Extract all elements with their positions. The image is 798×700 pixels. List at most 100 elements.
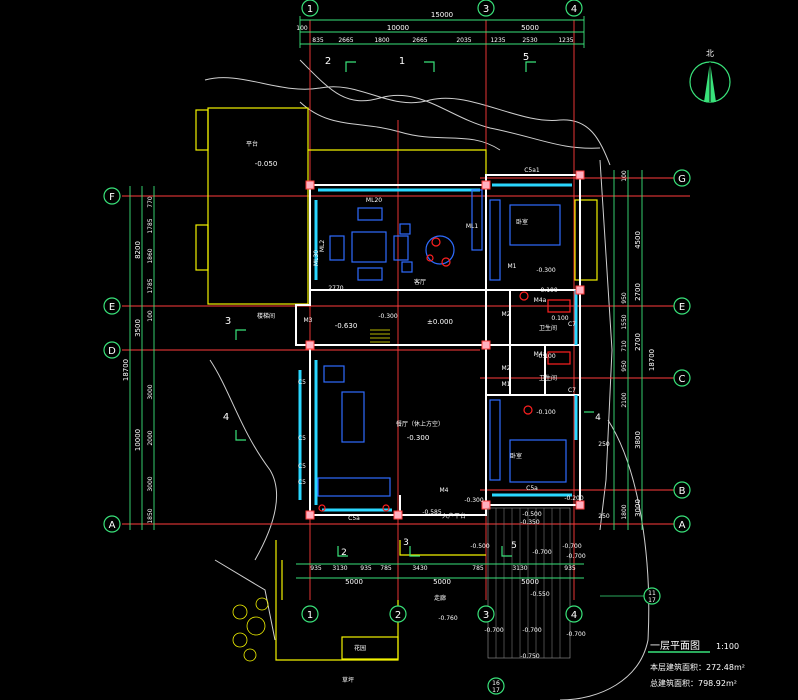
level-18: -0.700	[566, 631, 586, 638]
room-corridor: 走廊	[434, 594, 446, 602]
axis-bubbles	[103, 0, 691, 695]
dim-left-m1: 3500	[134, 319, 142, 337]
section-mark-5-top: 5	[523, 52, 529, 63]
dim-top-offset: 100	[296, 25, 308, 32]
room-terrace-top: 平台	[246, 140, 258, 148]
north-label: 北	[706, 49, 714, 58]
detail-mark-2-bottom: 17	[492, 687, 500, 694]
level-21: -0.350	[520, 519, 540, 526]
dim-left-m2: 10000	[134, 429, 142, 451]
ml-left: ML30	[313, 250, 320, 266]
axis-top-1: 1	[307, 4, 313, 15]
axis-left-F: F	[109, 192, 115, 203]
dim-right-d3: 710	[621, 340, 628, 352]
dim-right-d7: 1800	[621, 504, 628, 519]
dim-bot-d2: 935	[360, 565, 372, 572]
dim-right-d6: 250	[598, 441, 610, 448]
north-arrow-icon	[689, 61, 731, 103]
section-mark-4-left: 4	[223, 412, 229, 423]
garden-plants	[232, 597, 269, 662]
dim-top-d6: 2530	[522, 37, 537, 44]
drawing-title: 一层平面图	[650, 640, 700, 652]
section-mark-3-bot: 3	[403, 538, 409, 548]
axis-bottom-3: 3	[483, 610, 489, 621]
section-mark-2-bot: 2	[341, 548, 347, 558]
floor-area: 本层建筑面积：272.48m²	[650, 662, 745, 672]
room-dining: 餐厅（休上方空）	[396, 420, 444, 428]
dim-top-d7: 1235	[558, 37, 573, 44]
room-bed2: 卧室	[510, 452, 522, 460]
detail-mark-top: 11	[648, 590, 656, 597]
level-10: -0.500	[470, 543, 490, 550]
axis-right-C: C	[679, 374, 686, 385]
dim-left-d2: 1860	[147, 248, 154, 263]
dim-top-d2: 1800	[374, 37, 389, 44]
dim-left-d5: 3000	[147, 384, 154, 399]
room-stair: 楼梯间	[257, 312, 275, 320]
dim-right-m0: 4500	[634, 231, 642, 249]
dim-bot-d7: 935	[564, 565, 576, 572]
axis-left-D: D	[108, 346, 116, 357]
dim-bot-d5: 785	[472, 565, 484, 572]
level-3: -0.300	[536, 267, 556, 274]
dim-right-m3: 3800	[634, 431, 642, 449]
door-tag-5: M4	[440, 487, 449, 494]
door-tag-9: C5a	[526, 485, 538, 492]
window-tag-4: C5	[298, 435, 306, 442]
window-tag-2: C5	[298, 379, 306, 386]
dim-right-m2: 2700	[634, 333, 642, 351]
window-tag-6: C7	[568, 321, 576, 328]
dim-left-d6: 2000	[147, 430, 154, 445]
detail-mark-2-top: 16	[492, 680, 500, 687]
level-11: -0.700	[532, 549, 552, 556]
level-9: -0.500	[522, 511, 542, 518]
stair-level: -0.300	[378, 313, 398, 320]
level-2: -0.630	[335, 322, 358, 330]
level-1: -0.300	[407, 434, 430, 442]
dim-top-mid-0: 10000	[387, 24, 409, 32]
total-area: 总建筑面积：798.92m²	[650, 678, 737, 688]
dim-right-d1: 950	[621, 292, 628, 304]
dim-left-d4: 100	[147, 310, 154, 322]
dim-left-d0: 770	[147, 196, 154, 208]
section-mark-3-left: 3	[225, 316, 231, 327]
axis-grid	[122, 20, 690, 600]
dim-right-d8: 250	[598, 513, 610, 520]
windows	[298, 183, 578, 512]
door-tag-4: M3	[304, 317, 313, 324]
dim-bot-d6: 3130	[512, 565, 527, 572]
door-tag-8: C5a1	[524, 167, 540, 174]
dim-top-d3: 2665	[412, 37, 427, 44]
dim-right-d0: 100	[621, 170, 628, 182]
level-22: 0.100	[551, 315, 568, 322]
dim-bot-m2: 5000	[521, 578, 539, 586]
level-19: -0.700	[566, 553, 586, 560]
drawing-scale: 1:100	[716, 642, 739, 651]
dim-top-d1: 2665	[338, 37, 353, 44]
room-terrace-top-level: -0.050	[255, 160, 278, 168]
dim-right-d4: 950	[621, 360, 628, 372]
door-tag-3: M2	[502, 365, 511, 372]
dim-left-d7: 3000	[147, 476, 154, 491]
door-tag-1: M1	[502, 381, 511, 388]
room-living: 客厅	[414, 278, 426, 286]
dim-left-d1: 1785	[147, 218, 154, 233]
dim-right-d2: 1550	[621, 314, 628, 329]
dim-right-d5: 2100	[621, 392, 628, 407]
dim-right-m4: 3000	[634, 499, 642, 517]
ml-top: ML20	[366, 197, 382, 204]
axis-right-G: G	[678, 174, 686, 185]
axis-bottom-4: 4	[571, 610, 577, 621]
dim-top-d5: 1235	[490, 37, 505, 44]
entrance-deck	[487, 507, 571, 659]
level-7: -0.300	[464, 497, 484, 504]
fixtures	[318, 237, 571, 512]
door-tag-7: M4a	[534, 351, 547, 358]
terrain-contours	[204, 59, 650, 700]
axis-top-3: 3	[483, 4, 489, 15]
room-entrance: 入户平台	[442, 512, 466, 520]
axis-left-E: E	[109, 302, 115, 313]
axis-right-E: E	[679, 302, 685, 313]
room-toilet1: 卫生间	[539, 324, 557, 332]
window-tag-5: C5	[298, 479, 306, 486]
